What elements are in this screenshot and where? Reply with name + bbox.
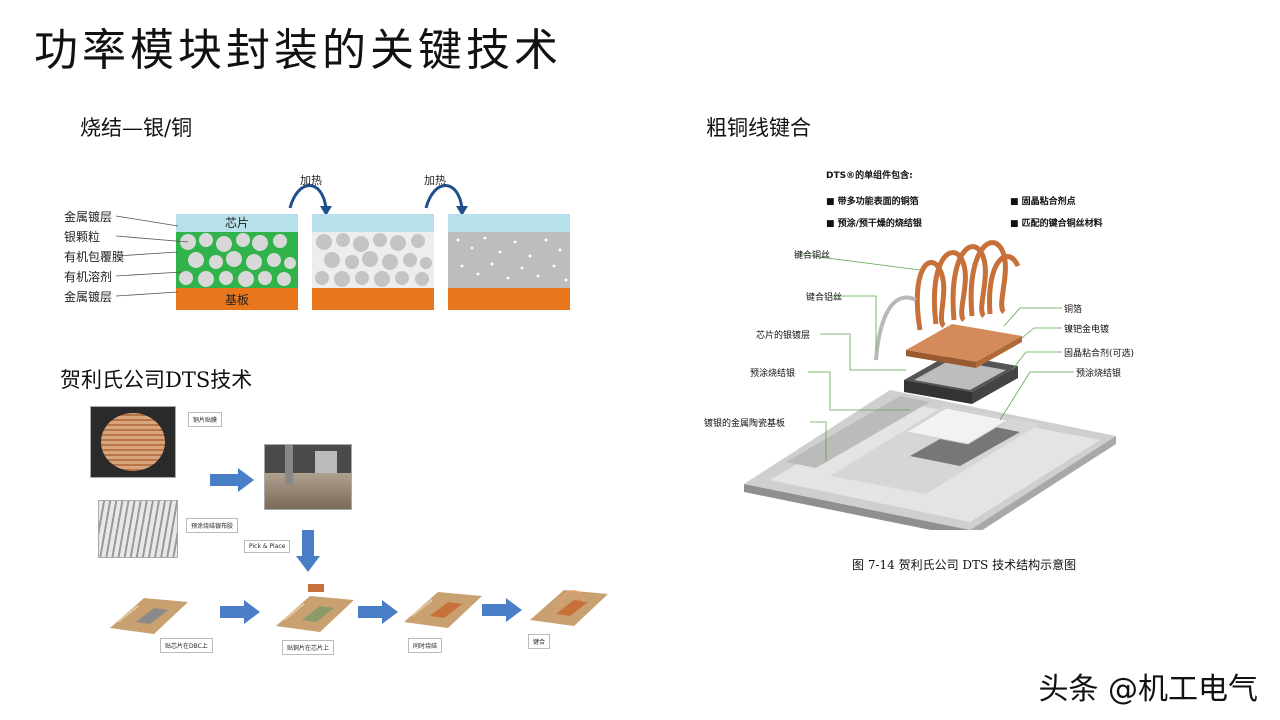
module-sintered xyxy=(404,592,482,628)
silver-particles-1 xyxy=(179,233,296,287)
callout-substrate: 镀银的金属陶瓷基板 xyxy=(704,419,786,429)
callout-preapply-left: 预涂烧结银 xyxy=(750,369,796,379)
callout-copper-foil: 铜箔 xyxy=(1064,305,1083,315)
step-sinter: 同时烧结 xyxy=(408,638,443,653)
module-bonded xyxy=(530,590,608,626)
dts-exploded-view xyxy=(744,240,1116,530)
dts-item-2: ■ 固晶粘合剂点 xyxy=(1010,197,1076,207)
step-preapply: 预涂烧结银布胶 xyxy=(186,518,239,533)
layer-label-1: 银颗粒 xyxy=(64,230,101,244)
arrow-right-3 xyxy=(358,600,398,624)
sintering-svg: 芯片 基板 加热 加热 xyxy=(115,174,570,310)
heat-label-2: 加热 xyxy=(424,174,446,187)
heat-label-1: 加热 xyxy=(300,174,322,187)
arrow-right-4 xyxy=(482,598,522,622)
dts-structure-diagram: DTS®的单组件包含: ■ 带多功能表面的铜箔 ■ 预涂/预干燥的烧结银 ■ 固… xyxy=(700,160,1160,580)
aluminum-wire xyxy=(874,295,917,361)
substrate-layer-2 xyxy=(312,288,434,310)
substrate-layer-1 xyxy=(176,288,298,310)
step-on-dbc: 贴芯片在DBC上 xyxy=(160,638,213,653)
watermark: 头条 @机工电气 xyxy=(1038,672,1258,707)
dts-title: DTS®的单组件包含: xyxy=(826,171,913,181)
step-copper-foil: 铜片贴膜 xyxy=(188,412,223,427)
callout-copper-wire: 键合铜丝 xyxy=(794,251,831,261)
dts-item-0: ■ 带多功能表面的铜箔 xyxy=(826,197,919,207)
heat-arrow-2 xyxy=(424,184,464,209)
step-on-chip: 贴铜片在芯片上 xyxy=(282,640,335,655)
callout-chip-silver: 芯片的银镀层 xyxy=(756,331,811,341)
substrate-layer-3 xyxy=(448,288,570,310)
layer-label-4: 金属镀层 xyxy=(64,290,113,304)
chip-layer-2 xyxy=(312,214,434,232)
sintered-layer-3 xyxy=(448,232,570,288)
layer-label-3: 有机溶剂 xyxy=(64,270,113,284)
chip-label: 芯片 xyxy=(225,216,249,230)
chip-layer-3 xyxy=(448,214,570,232)
step-bond: 键合 xyxy=(528,634,551,649)
module-on-dbc xyxy=(110,598,188,634)
arrow-right-2 xyxy=(220,600,260,624)
layer-label-0: 金属镀层 xyxy=(64,210,113,224)
arrow-right-1 xyxy=(210,468,254,492)
module-on-chip xyxy=(276,584,354,632)
copper-foil-photo xyxy=(90,406,176,478)
machine-photo xyxy=(264,444,352,510)
silver-particles-2 xyxy=(315,233,432,287)
layer-leader-lines xyxy=(115,215,189,297)
callout-leaders xyxy=(795,253,1074,462)
chip-layer-1 xyxy=(176,214,298,232)
sintering-heading: 烧结—银/铜 xyxy=(80,116,193,140)
step-pickplace: Pick & Place xyxy=(244,540,291,553)
figure-caption: 图 7-14 贺利氏公司 DTS 技术结构示意图 xyxy=(852,558,1077,572)
copper-wire-loops xyxy=(914,240,1021,331)
dts-item-3: ■ 匹配的键合铜丝材料 xyxy=(1010,219,1103,229)
callout-aluminum-wire: 键合铝丝 xyxy=(806,293,843,303)
pores-3 xyxy=(456,236,568,282)
heat-arrow-1 xyxy=(288,184,328,209)
callout-nipdau: 镍钯金电镀 xyxy=(1064,325,1110,335)
callout-adhesive: 固晶粘合剂(可选) xyxy=(1064,349,1135,359)
page-title: 功率模块封装的关键技术 xyxy=(34,25,562,76)
arrow-down xyxy=(296,530,320,572)
dts-process-flow: 铜片贴膜 预涂烧结银布胶 Pick & Place 贴芯片在DBC上 贴铜片在芯… xyxy=(86,404,616,666)
callout-preapply-right: 预涂烧结银 xyxy=(1076,369,1122,379)
preapply-photo xyxy=(98,500,178,558)
copper-wire-heading: 粗铜线键合 xyxy=(706,116,811,140)
dts-item-1: ■ 预涂/预干燥的烧结银 xyxy=(826,219,922,229)
heraeus-heading: 贺利氏公司DTS技术 xyxy=(60,368,253,392)
substrate-label: 基板 xyxy=(225,293,249,307)
sintering-diagram: 芯片 基板 加热 加热 xyxy=(60,168,600,328)
layer-label-2: 有机包覆膜 xyxy=(64,250,125,264)
